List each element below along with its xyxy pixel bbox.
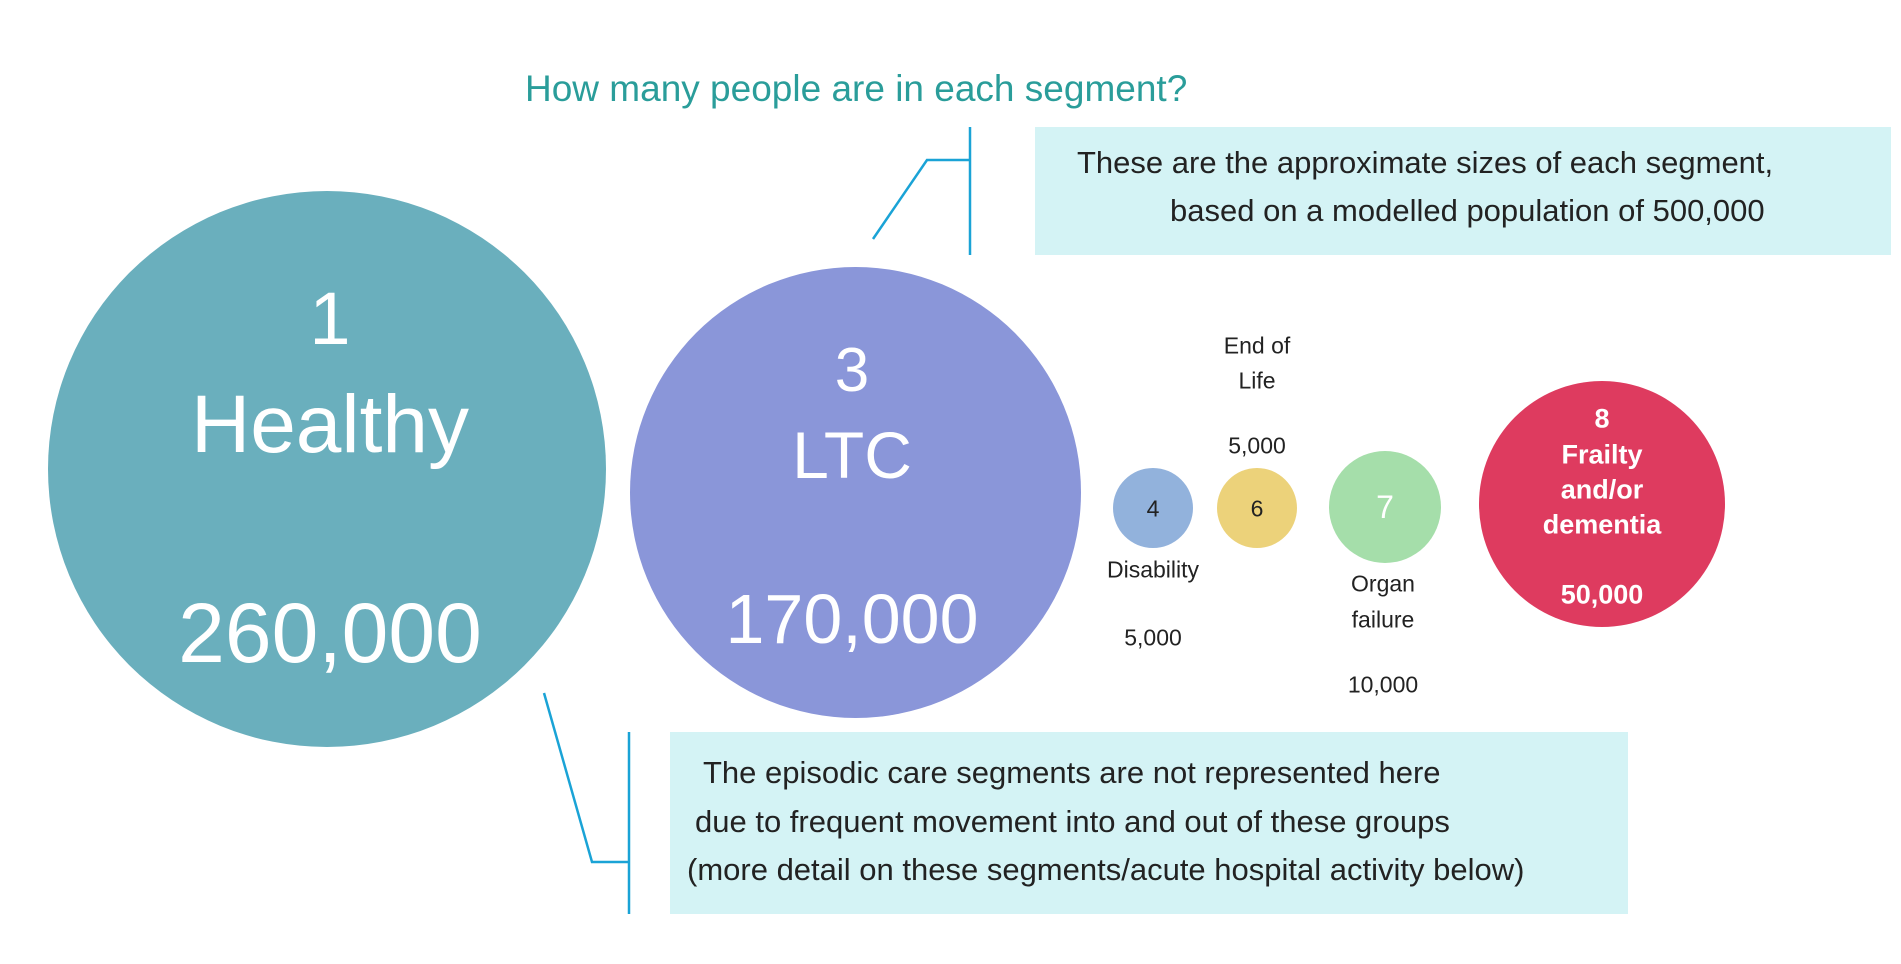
segment-disability-number: 4	[1146, 495, 1160, 522]
segment-organ-failure-name: Organ	[1351, 570, 1415, 597]
segment-organ-failure-name: failure	[1351, 606, 1415, 633]
episodic-note-box: The episodic care segments are not repre…	[670, 732, 1628, 914]
segment-ltc-number: 3	[834, 336, 870, 405]
episodic-note-line: due to frequent movement into and out of…	[695, 804, 1450, 839]
segment-frailty-count: 50,000	[1560, 579, 1644, 610]
segment-disability-name: Disability	[1106, 556, 1200, 583]
segment-healthy-name: Healthy	[190, 379, 470, 470]
segment-disability-circle	[1113, 468, 1193, 548]
population-note-line: based on a modelled population of 500,00…	[1170, 193, 1765, 228]
top-callout-connector	[871, 158, 970, 240]
segment-end-of-life-circle	[1217, 468, 1297, 548]
segment-healthy-circle	[48, 191, 606, 747]
segment-frailty-name: and/or	[1560, 474, 1644, 505]
episodic-note-line: The episodic care segments are not repre…	[703, 755, 1441, 790]
segment-end-of-life-name: End of	[1223, 332, 1291, 359]
population-note-line: These are the approximate sizes of each …	[1077, 145, 1774, 180]
segment-frailty-circle	[1479, 381, 1725, 627]
segment-end-of-life-count: 5,000	[1228, 432, 1286, 459]
segment-organ-failure-circle	[1329, 451, 1441, 563]
segment-organ-failure-number: 7	[1376, 489, 1394, 525]
segment-ltc-circle	[630, 267, 1081, 718]
segment-frailty-name: dementia	[1542, 509, 1662, 540]
bottom-callout-connector	[542, 692, 629, 864]
segment-frailty-number: 8	[1594, 403, 1610, 434]
segment-ltc-name: LTC	[792, 418, 912, 492]
segment-healthy-number: 1	[309, 277, 351, 360]
segment-organ-failure-count: 10,000	[1347, 671, 1419, 698]
segment-ltc-count: 170,000	[725, 580, 979, 658]
episodic-note-line: (more detail on these segments/acute hos…	[687, 852, 1525, 887]
segment-disability-count: 5,000	[1124, 624, 1182, 651]
segment-end-of-life-name: Life	[1238, 367, 1276, 394]
segment-end-of-life-number: 6	[1250, 495, 1264, 522]
population-note-box: These are the approximate sizes of each …	[1035, 127, 1891, 255]
segment-frailty-name: Frailty	[1561, 439, 1643, 470]
segment-healthy-count: 260,000	[178, 586, 482, 680]
page-title: How many people are in each segment?	[525, 68, 1188, 109]
